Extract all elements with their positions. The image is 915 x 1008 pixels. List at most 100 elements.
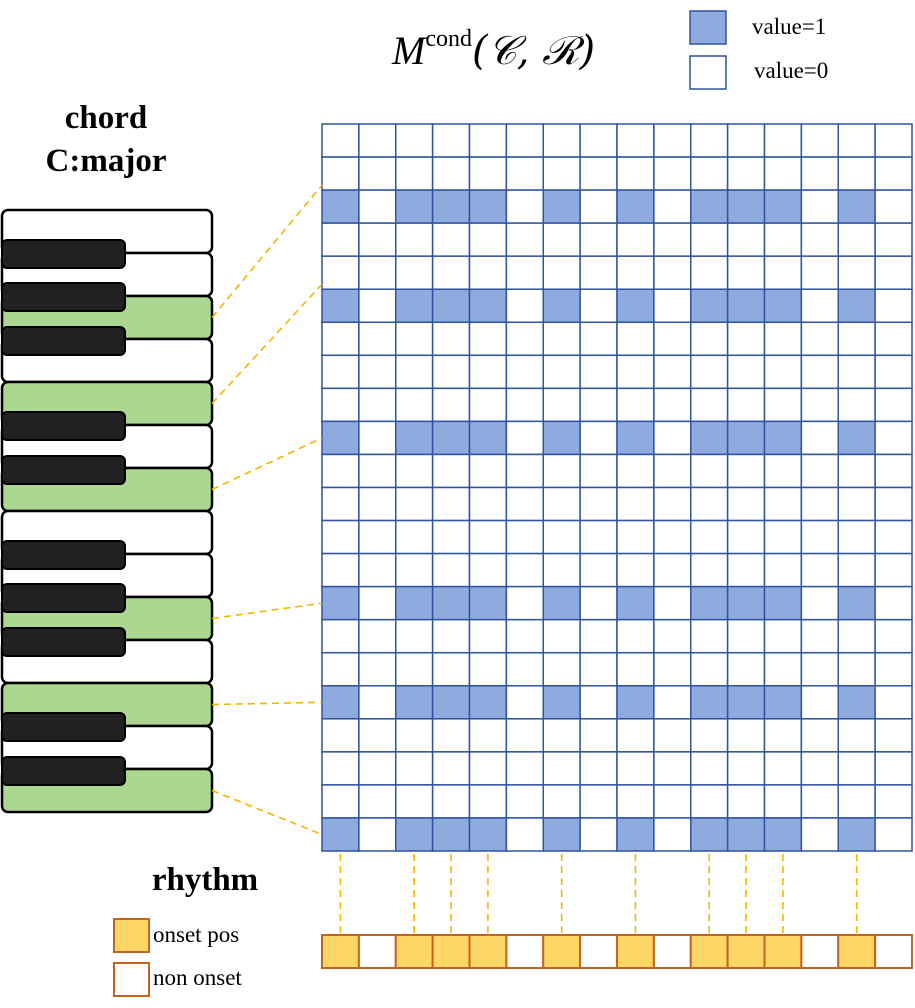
matrix-cell — [395, 519, 434, 555]
matrix-cell — [763, 420, 803, 456]
matrix-cell — [431, 453, 471, 489]
matrix-title: Mcond(𝒞, ℛ) — [392, 26, 596, 74]
matrix-cell — [468, 685, 508, 720]
matrix-cell — [579, 288, 618, 324]
matrix-cell — [837, 453, 876, 489]
matrix-cell — [468, 552, 508, 588]
matrix-cell — [726, 618, 766, 654]
matrix-cell — [358, 189, 397, 224]
matrix-cell — [874, 751, 913, 786]
matrix-cell — [431, 486, 471, 522]
matrix-cell — [653, 123, 692, 158]
matrix-cell — [653, 354, 692, 390]
matrix-cell — [837, 255, 876, 290]
matrix-cell — [395, 222, 434, 257]
matrix-cell — [431, 718, 471, 753]
matrix-cell — [800, 354, 839, 390]
rhythm-cell — [652, 934, 692, 969]
matrix-cell — [616, 817, 655, 852]
matrix-cell — [505, 255, 544, 290]
rhythm-cell — [321, 934, 360, 969]
matrix-cell — [505, 718, 544, 753]
matrix-cell — [726, 321, 766, 357]
matrix-cell — [726, 222, 766, 257]
matrix-cell — [321, 552, 360, 588]
matrix-cell — [505, 189, 544, 224]
matrix-cell — [763, 354, 803, 390]
matrix-cell — [837, 685, 876, 720]
matrix-cell — [321, 585, 360, 621]
matrix-cell — [468, 255, 508, 290]
legend-non-onset-label: non onset — [153, 965, 242, 990]
matrix-cell — [874, 123, 913, 158]
matrix-cell — [616, 453, 655, 489]
matrix-cell — [800, 123, 839, 158]
matrix-cell — [616, 288, 655, 324]
matrix-cell — [468, 486, 508, 522]
matrix-cell — [395, 255, 434, 290]
legend-onset-label: onset pos — [153, 922, 240, 947]
matrix-cell — [542, 651, 581, 687]
matrix-cell — [690, 486, 729, 522]
matrix-cell — [579, 222, 618, 257]
matrix-cell — [321, 288, 360, 324]
matrix-cell — [542, 585, 581, 621]
matrix-cell — [358, 685, 397, 720]
matrix-cell — [800, 618, 839, 654]
rhythm-cell — [542, 934, 582, 969]
matrix-cell — [726, 519, 766, 555]
matrix-cell — [726, 784, 766, 819]
matrix-cell — [726, 189, 766, 224]
matrix-cell — [800, 453, 839, 489]
matrix-cell — [358, 321, 397, 357]
matrix-cell — [874, 255, 913, 290]
matrix-cell — [395, 685, 434, 720]
matrix-cell — [763, 651, 803, 687]
matrix-cell — [874, 156, 913, 191]
matrix-cell — [837, 321, 876, 357]
matrix-cell — [616, 618, 655, 654]
matrix-cell — [616, 651, 655, 687]
chord-heading: chord — [64, 100, 148, 136]
matrix-cell — [653, 718, 692, 753]
matrix-cell — [726, 552, 766, 588]
chord-name: C:major — [45, 143, 167, 179]
matrix-cell — [468, 784, 508, 819]
matrix-cell — [505, 486, 544, 522]
matrix-cell — [616, 420, 655, 456]
matrix-cell — [837, 486, 876, 522]
matrix-cell — [874, 718, 913, 753]
matrix-cell — [431, 585, 471, 621]
matrix-cell — [763, 585, 803, 621]
matrix-cell — [505, 817, 544, 852]
matrix-cell — [837, 354, 876, 390]
matrix-cell — [763, 288, 803, 324]
matrix-cell — [874, 552, 913, 588]
matrix-cell — [616, 387, 655, 423]
matrix-cell — [837, 651, 876, 687]
matrix-cell — [763, 222, 803, 257]
matrix-cell — [763, 519, 803, 555]
piano-black-key — [1, 756, 126, 786]
matrix-cell — [800, 387, 839, 423]
matrix-cell — [358, 123, 397, 158]
piano-black-key — [1, 239, 126, 269]
matrix-cell — [800, 519, 839, 555]
matrix-cell — [468, 718, 508, 753]
legend-non-onset-swatch — [113, 962, 150, 997]
matrix-cell — [321, 123, 360, 158]
matrix-cell — [395, 453, 434, 489]
matrix-cell — [837, 751, 876, 786]
chord-connector-line — [211, 602, 323, 620]
matrix-cell — [653, 453, 692, 489]
matrix-cell — [358, 222, 397, 257]
matrix-cell — [358, 651, 397, 687]
matrix-cell — [837, 222, 876, 257]
matrix-cell — [431, 288, 471, 324]
matrix-cell — [874, 817, 913, 852]
matrix-cell — [763, 618, 803, 654]
matrix-cell — [468, 817, 508, 852]
matrix-cell — [800, 486, 839, 522]
matrix-cell — [431, 751, 471, 786]
